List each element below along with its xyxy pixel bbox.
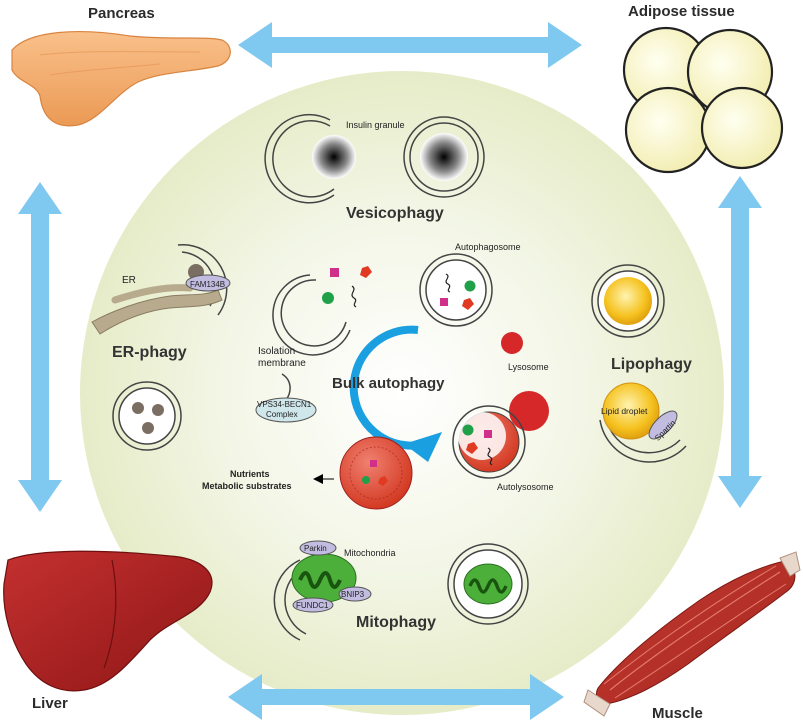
- er-phagy-label: ER-phagy: [112, 344, 187, 361]
- fundc1-label: FUNDC1: [296, 601, 329, 610]
- bulk-autophagy-label: Bulk autophagy: [332, 375, 445, 392]
- muscle-label: Muscle: [652, 705, 703, 722]
- arrow-pancreas-adipose: [238, 22, 582, 68]
- er-phagy-group: FAM134B ER ER-phagy: [91, 244, 231, 451]
- double-arrows: [18, 22, 762, 720]
- vesicophagy-group: Insulin granule Vesicophagy: [264, 113, 485, 222]
- vesicophagy-label: Vesicophagy: [346, 205, 444, 222]
- mitophagy-group: Parkin BNIP3 FUNDC1 Mitochondria Mitopha…: [273, 540, 529, 641]
- isolation-membrane-label-2: membrane: [258, 358, 306, 369]
- bnip3-label: BNIP3: [341, 590, 365, 599]
- vps34-label-1: VPS34-BECN1: [257, 400, 312, 409]
- liver-image: [3, 550, 213, 692]
- arrow-pancreas-liver: [18, 182, 62, 512]
- pancreas-image: [11, 31, 231, 127]
- vps34-label-2: Complex: [266, 410, 298, 419]
- insulin-granule-label: Insulin granule: [346, 120, 405, 130]
- bulk-cycle-arrow: [349, 325, 434, 450]
- nutrients-label-1: Nutrients: [230, 469, 270, 479]
- fam134b-label: FAM134B: [190, 280, 225, 289]
- liver-label: Liver: [32, 695, 68, 712]
- mitophagy-label: Mitophagy: [356, 614, 436, 631]
- parkin-label: Parkin: [304, 544, 327, 553]
- adipose-image: [622, 26, 784, 174]
- autolysosome-label: Autolysosome: [497, 482, 554, 492]
- central-background: [80, 71, 724, 715]
- bulk-autophagy-group: Autophagosome Lysosome Isolation membran…: [202, 242, 554, 510]
- er-label: ER: [122, 275, 136, 286]
- autophagosome-label: Autophagosome: [455, 242, 521, 252]
- arrow-liver-muscle: [228, 674, 564, 720]
- lysosome-label: Lysosome: [508, 362, 549, 372]
- mitochondria-label: Mitochondria: [344, 548, 396, 558]
- adipose-label: Adipose tissue: [628, 3, 735, 20]
- lipid-droplet-label: Lipid droplet: [601, 406, 648, 416]
- arrow-adipose-muscle: [718, 176, 762, 508]
- nutrients-label-2: Metabolic substrates: [202, 481, 292, 491]
- muscle-image: [583, 551, 801, 717]
- pancreas-label: Pancreas: [88, 5, 155, 22]
- lipophagy-label: Lipophagy: [611, 356, 692, 373]
- isolation-membrane-label-1: Isolation: [258, 346, 295, 357]
